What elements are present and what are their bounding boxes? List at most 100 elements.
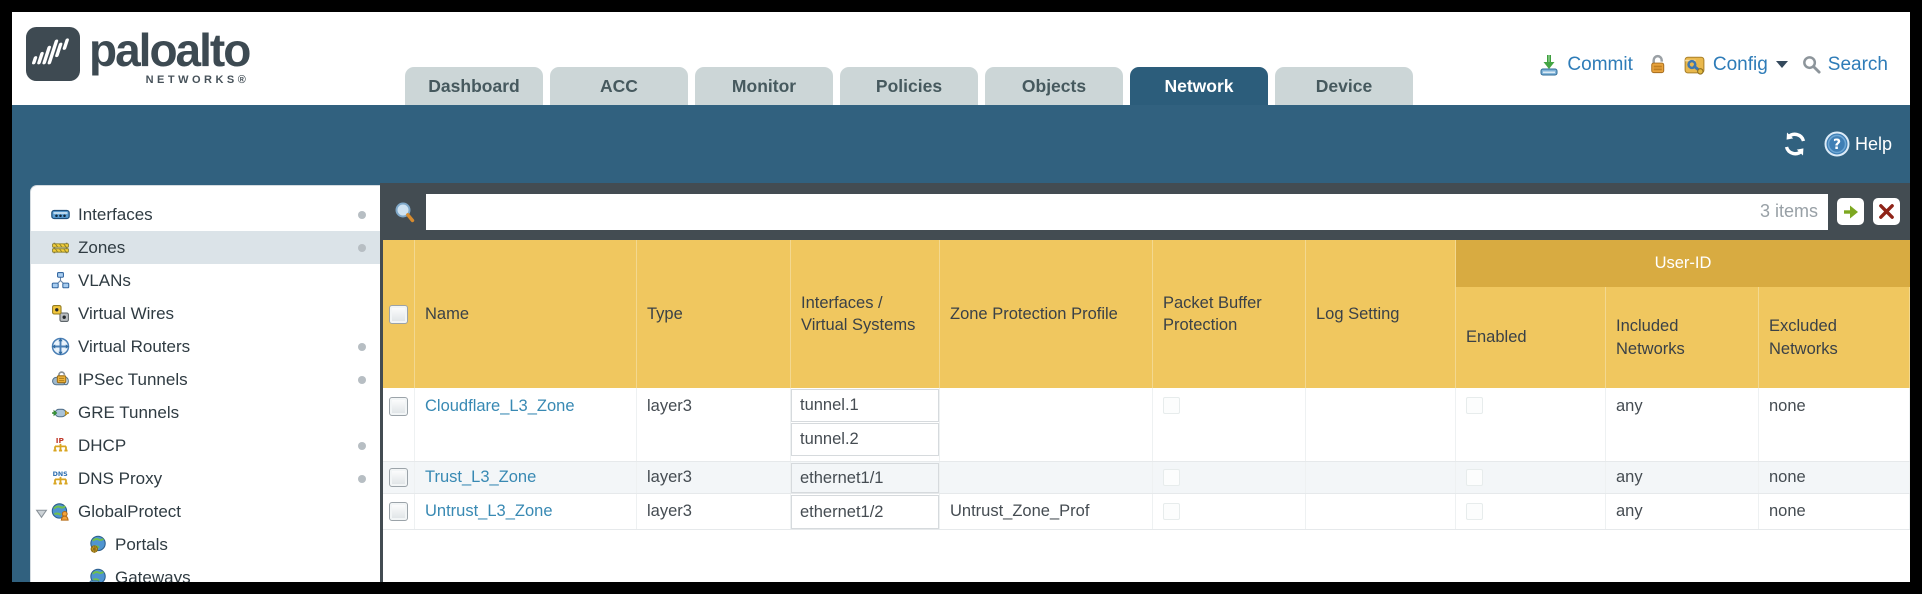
select-all-cell [383, 240, 415, 388]
column-header-name[interactable]: Name [415, 240, 637, 388]
status-dot [358, 343, 366, 351]
row-checkbox[interactable] [389, 502, 408, 521]
column-header-interfaces[interactable]: Interfaces / Virtual Systems [791, 240, 940, 388]
interfaces-cell: ethernet1/2 [791, 494, 940, 529]
paloalto-logo: paloalto NETWORKS® [26, 27, 251, 86]
packet-buffer-checkbox[interactable] [1163, 503, 1180, 520]
select-all-checkbox[interactable] [389, 304, 408, 324]
tab-device[interactable]: Device [1275, 67, 1413, 105]
sidebar-item-gre-tunnels[interactable]: GRE Tunnels [31, 396, 380, 429]
user-id-subcolumns: Enabled Included Networks Excluded Netwo… [1456, 287, 1910, 388]
column-header-type[interactable]: Type [637, 240, 791, 388]
commit-button[interactable]: Commit [1537, 53, 1633, 77]
log-setting-cell [1306, 462, 1456, 493]
sidebar-item-vlans[interactable]: VLANs [31, 264, 380, 297]
user-id-enabled-checkbox[interactable] [1466, 503, 1483, 520]
column-header-enabled[interactable]: Enabled [1456, 287, 1606, 388]
interfaces-icon [51, 205, 70, 224]
status-dot [358, 475, 366, 483]
sidebar-item-virtual-routers[interactable]: Virtual Routers [31, 330, 380, 363]
column-header-excluded-networks[interactable]: Excluded Networks [1759, 287, 1910, 388]
main-panel: 3 items [380, 183, 1910, 582]
sidebar-item-interfaces[interactable]: Interfaces [31, 198, 380, 231]
commit-label: Commit [1567, 53, 1633, 75]
sidebar-item-ipsec-tunnels[interactable]: IPSec Tunnels [31, 363, 380, 396]
vlans-icon [51, 271, 70, 290]
brand-subtitle: NETWORKS® [145, 74, 250, 86]
tab-dashboard[interactable]: Dashboard [405, 67, 543, 105]
green-arrow-icon [1843, 205, 1858, 218]
help-button[interactable]: ? Help [1824, 131, 1892, 157]
dns-proxy-icon: DNS [51, 469, 70, 488]
sidebar-item-portals[interactable]: Portals [31, 528, 380, 561]
close-icon [1879, 204, 1894, 219]
row-checkbox-cell [383, 494, 415, 529]
column-header-included-networks[interactable]: Included Networks [1606, 287, 1759, 388]
zone-protection-profile-cell: Untrust_Zone_Prof [940, 494, 1153, 529]
lock-icon[interactable] [1646, 53, 1669, 76]
column-header-zone-protection-profile[interactable]: Zone Protection Profile [940, 240, 1153, 388]
sidebar-item-globalprotect[interactable]: GlobalProtect [31, 495, 380, 528]
packet-buffer-checkbox[interactable] [1163, 397, 1180, 414]
sidebar-item-gateways[interactable]: Gateways [31, 561, 380, 582]
globalprotect-icon [51, 502, 70, 521]
sidebar-item-label: Zones [78, 237, 126, 257]
gre-tunnels-icon [51, 403, 70, 422]
sidebar-item-label: Portals [115, 534, 168, 554]
included-networks-cell: any [1606, 494, 1759, 529]
column-header-packet-buffer-protection[interactable]: Packet Buffer Protection [1153, 240, 1306, 388]
row-checkbox[interactable] [389, 397, 408, 416]
svg-text:DNS: DNS [53, 471, 69, 478]
sidebar-item-label: GlobalProtect [78, 501, 181, 521]
log-setting-cell [1306, 388, 1456, 461]
items-count: 3 items [1759, 201, 1818, 221]
user-id-column-group: User-ID Enabled Included Networks Exclud… [1456, 240, 1910, 388]
virtual-wires-icon [51, 304, 70, 323]
tab-network[interactable]: Network [1130, 67, 1268, 105]
column-header-log-setting[interactable]: Log Setting [1306, 240, 1456, 388]
sidebar-item-virtual-wires[interactable]: Virtual Wires [31, 297, 380, 330]
global-search-button[interactable]: Search [1801, 54, 1888, 76]
sidebar-item-label: IPSec Tunnels [78, 369, 188, 389]
ipsec-tunnels-icon [51, 370, 70, 389]
search-icon [1802, 56, 1821, 74]
config-label: Config [1712, 53, 1768, 75]
filter-search-icon[interactable] [393, 200, 417, 224]
sidebar-item-zones[interactable]: Zones [31, 231, 380, 264]
interface-value: ethernet1/1 [791, 463, 939, 493]
filter-input[interactable] [426, 193, 1828, 230]
user-id-enabled-cell [1456, 494, 1606, 529]
sidebar-item-label: Interfaces [78, 204, 153, 224]
caret-down-icon[interactable] [35, 505, 48, 519]
tab-acc[interactable]: ACC [550, 67, 688, 105]
user-id-group-header: User-ID [1456, 240, 1910, 287]
clear-filter-button[interactable] [1873, 198, 1900, 225]
apply-filter-button[interactable] [1837, 198, 1864, 225]
packet-buffer-protection-cell [1153, 462, 1306, 493]
config-menu-button[interactable]: Config [1682, 52, 1788, 77]
caret-down-icon [1775, 61, 1788, 68]
row-checkbox[interactable] [389, 468, 408, 487]
zone-name-link[interactable]: Untrust_L3_Zone [425, 502, 553, 520]
tab-objects[interactable]: Objects [985, 67, 1123, 105]
user-id-enabled-cell [1456, 388, 1606, 461]
user-id-enabled-checkbox[interactable] [1466, 469, 1483, 486]
zone-name-link[interactable]: Trust_L3_Zone [425, 468, 537, 486]
sidebar-item-label: GRE Tunnels [78, 402, 180, 422]
tab-policies[interactable]: Policies [840, 67, 978, 105]
refresh-icon[interactable] [1782, 131, 1808, 157]
tab-monitor[interactable]: Monitor [695, 67, 833, 105]
sidebar-item-label: Virtual Routers [78, 336, 191, 356]
user-id-enabled-checkbox[interactable] [1466, 397, 1483, 414]
packet-buffer-protection-cell [1153, 494, 1306, 529]
packet-buffer-checkbox[interactable] [1163, 469, 1180, 486]
zone-protection-profile-cell [940, 462, 1153, 493]
zone-name-link[interactable]: Cloudflare_L3_Zone [425, 397, 575, 415]
